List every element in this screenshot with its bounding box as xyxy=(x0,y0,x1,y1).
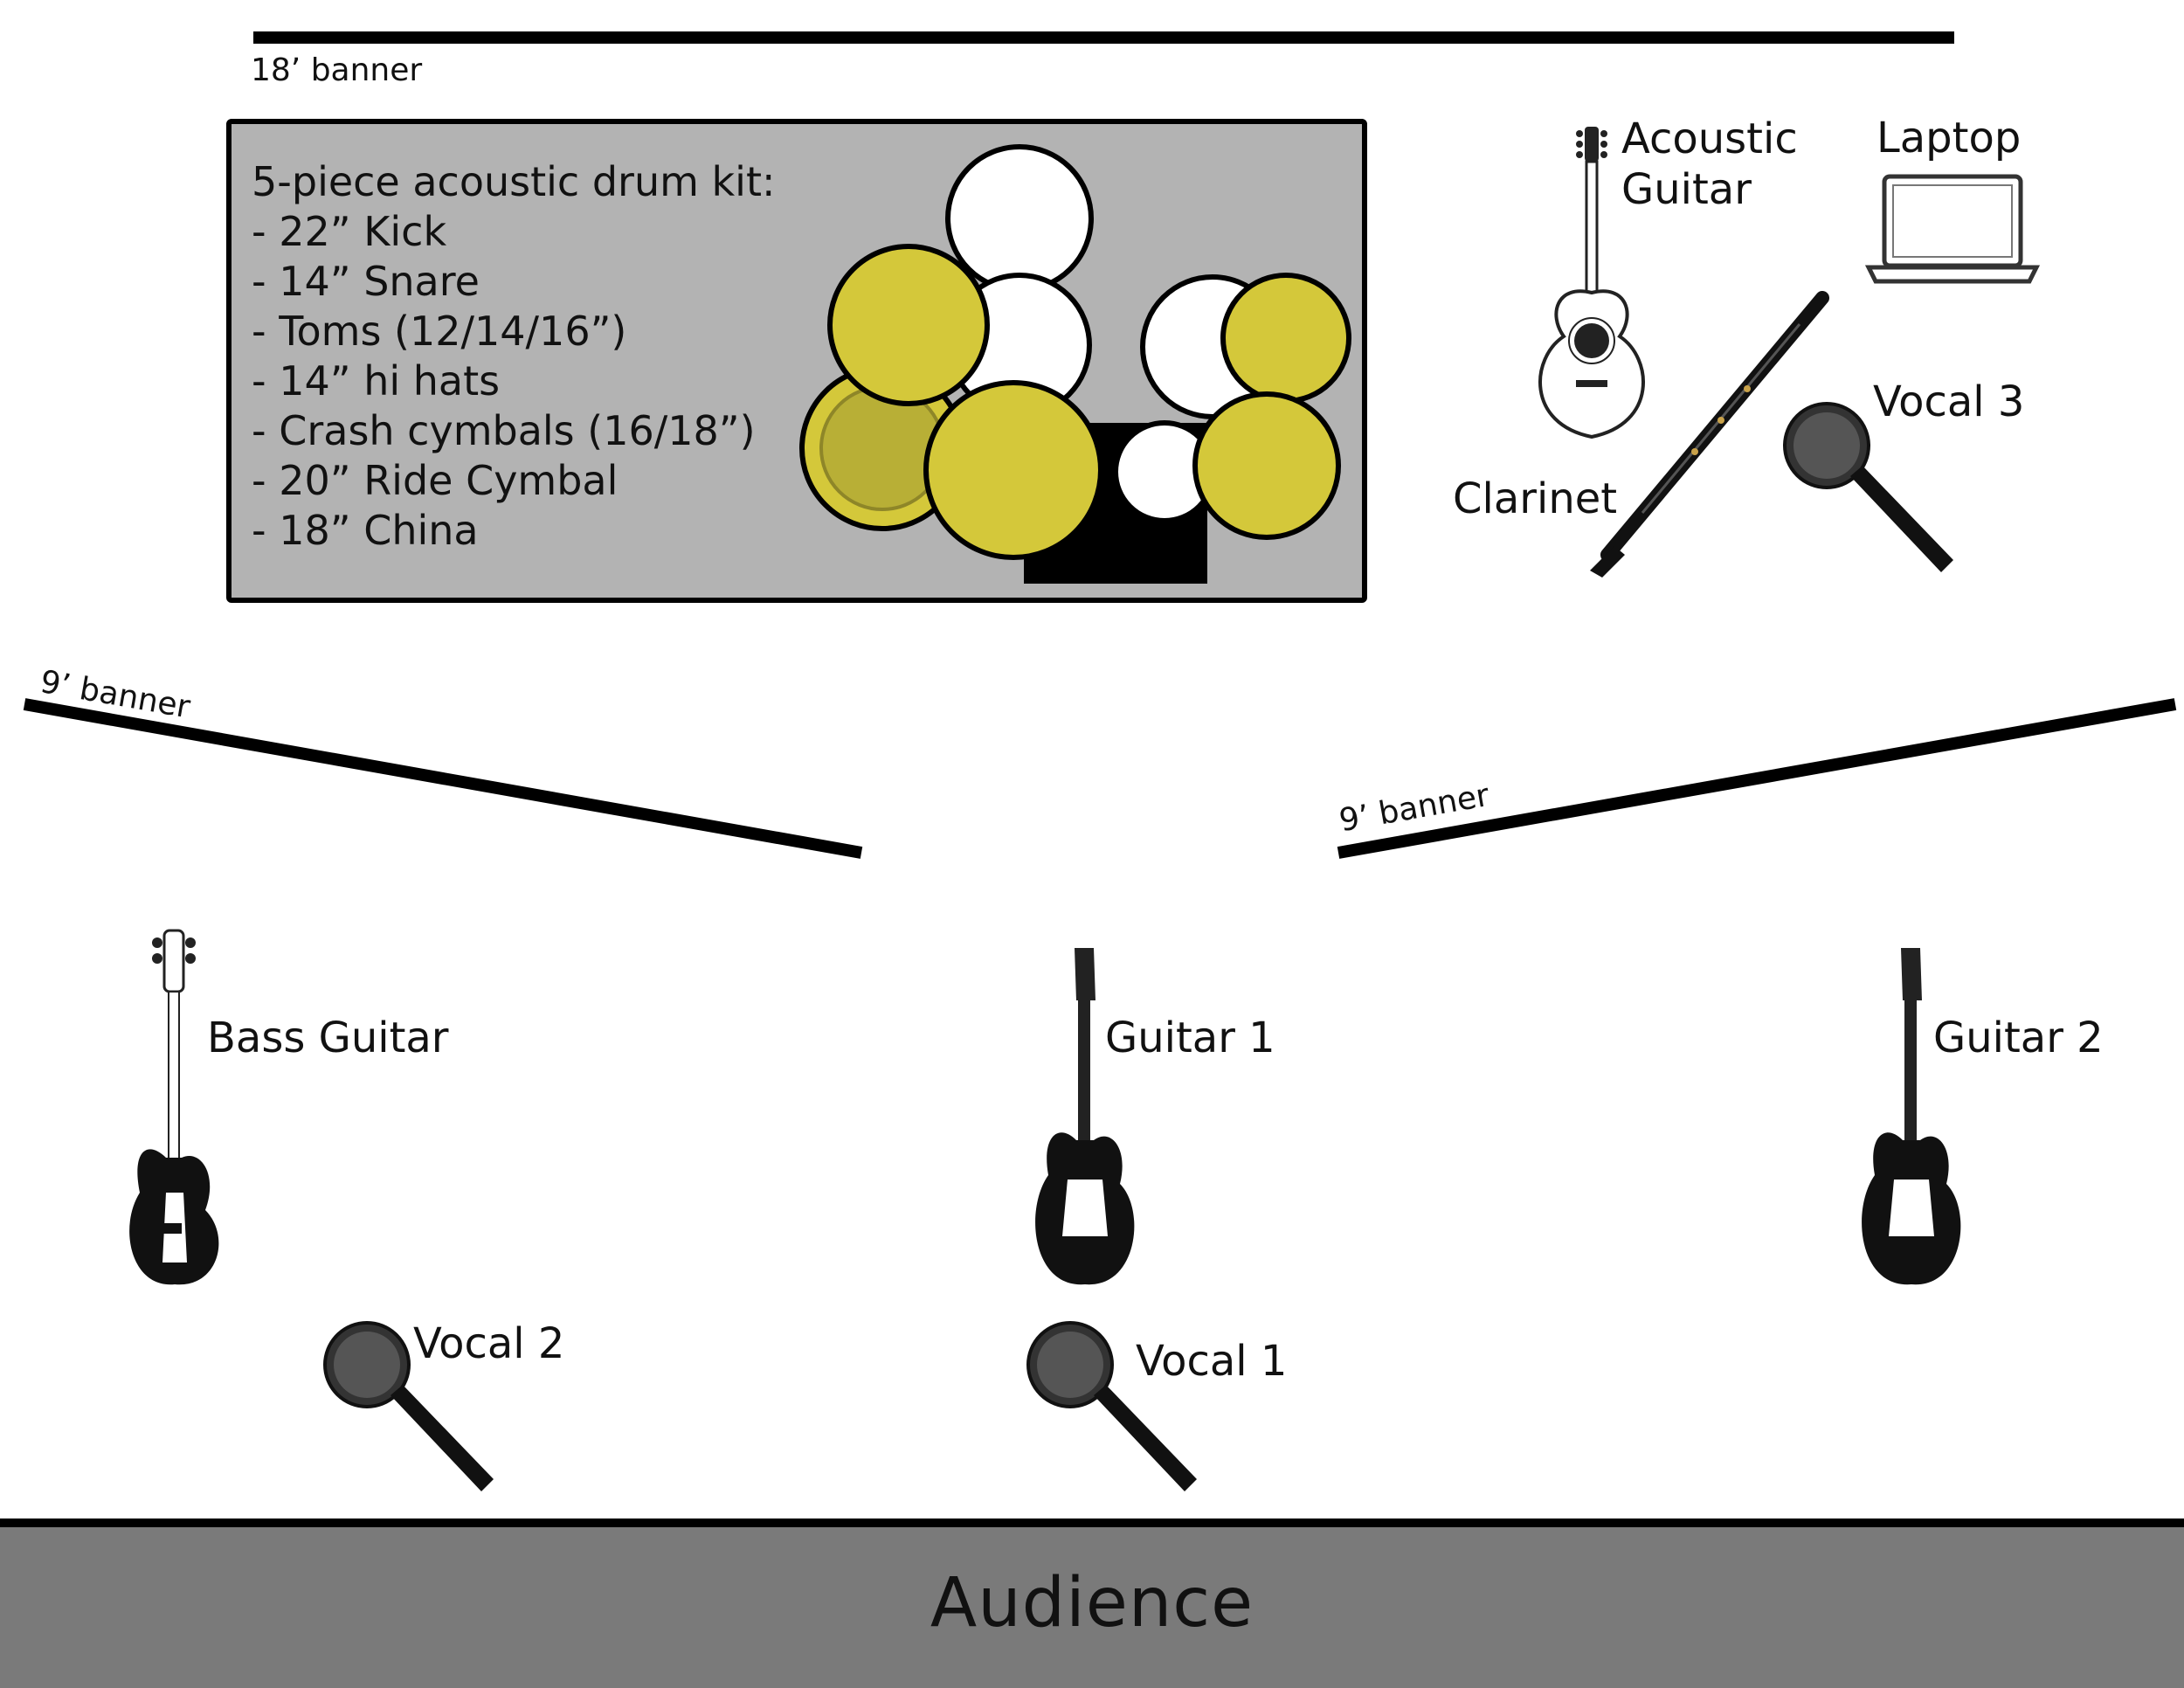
drum-kit-item: - 22” Kick xyxy=(252,208,447,255)
drum-kit-item: - 20” Ride Cymbal xyxy=(252,457,619,504)
acoustic-guitar-icon xyxy=(1538,127,1645,439)
crash-cymbal-right xyxy=(1220,273,1351,404)
audience-label: Audience xyxy=(930,1564,1254,1643)
microphone-icon xyxy=(323,1321,494,1491)
top-banner-label: 18’ banner xyxy=(251,52,423,88)
crash-cymbal-left xyxy=(827,244,990,406)
vocal-1-label: Vocal 1 xyxy=(1136,1337,1288,1386)
drum-kit-item: - 14” hi hats xyxy=(252,357,501,405)
right-banner xyxy=(1337,698,2177,859)
electric-guitar-icon xyxy=(1035,948,1135,1285)
top-banner xyxy=(253,31,1954,44)
left-banner xyxy=(23,698,863,859)
clarinet-label: Clarinet xyxy=(1453,474,1618,523)
drum-kit-list: 5-piece acoustic drum kit: - 22” Kick - … xyxy=(252,157,775,556)
acoustic-guitar-label: Acoustic Guitar xyxy=(1621,114,1798,214)
electric-guitar-icon xyxy=(1862,948,1961,1285)
ride-cymbal xyxy=(923,380,1103,560)
tom-top xyxy=(945,144,1094,293)
drum-kit-item: - 18” China xyxy=(252,507,479,554)
drum-kit-diagram xyxy=(799,144,1351,584)
vocal-2-label: Vocal 2 xyxy=(413,1319,565,1368)
laptop-icon xyxy=(1864,174,2041,284)
drum-kit-item: - Crash cymbals (16/18”) xyxy=(252,407,756,454)
clarinet-icon xyxy=(1590,291,1829,578)
bass-guitar-label: Bass Guitar xyxy=(207,1013,449,1062)
china-cymbal xyxy=(1192,391,1341,540)
drum-kit-item: - 14” Snare xyxy=(252,258,480,305)
microphone-icon xyxy=(1026,1321,1197,1491)
hi-hat-inner xyxy=(819,385,945,511)
microphone-icon xyxy=(1783,402,1953,572)
bass-guitar-icon xyxy=(129,929,219,1285)
guitar-1-label: Guitar 1 xyxy=(1105,1013,1275,1062)
side-banners xyxy=(23,698,2177,859)
drum-kit-title: 5-piece acoustic drum kit: xyxy=(252,158,776,205)
drum-kit-item: - Toms (12/14/16”) xyxy=(252,308,627,355)
vocal-3-label: Vocal 3 xyxy=(1873,377,2025,426)
guitar-2-label: Guitar 2 xyxy=(1933,1013,2104,1062)
audience-area xyxy=(0,1519,2184,1688)
laptop-label: Laptop xyxy=(1876,114,2022,163)
